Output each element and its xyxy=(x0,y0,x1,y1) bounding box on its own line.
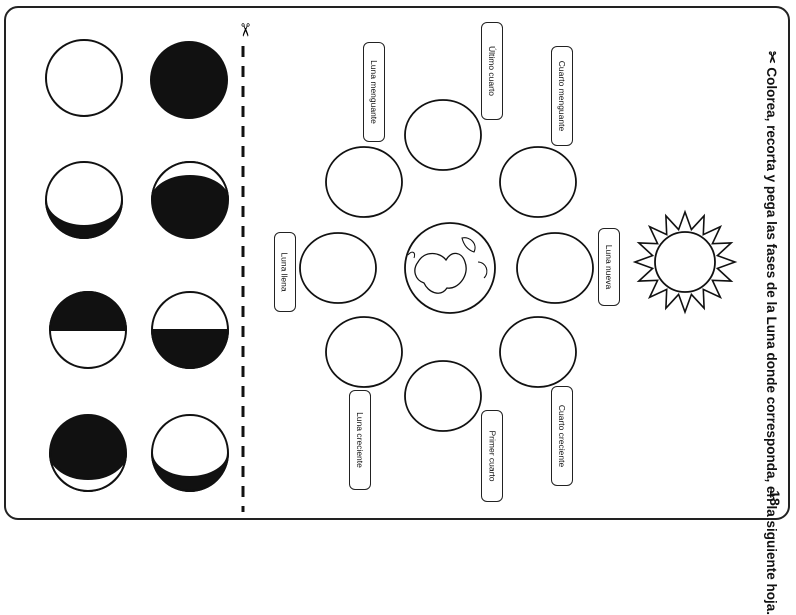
moon-phase-icon xyxy=(151,161,229,239)
moon-phase-icon xyxy=(48,291,128,369)
orbit-slot xyxy=(404,360,482,432)
orbit-slot xyxy=(325,146,403,218)
label-ultimo-cuarto: Último cuarto xyxy=(481,22,503,120)
cut-scissors-icon: ✂ xyxy=(235,22,255,37)
orbit-slot xyxy=(499,146,577,218)
earth-icon xyxy=(404,222,496,314)
moon-phase-icon xyxy=(151,414,229,492)
label-cuarto-menguante: Cuarto menguante xyxy=(551,46,573,146)
moon-phase-icon xyxy=(150,291,230,369)
orbit-slot xyxy=(404,99,482,171)
sun-icon xyxy=(632,209,738,315)
label-luna-nueva: Luna nueva xyxy=(598,228,620,306)
moon-phase-icon xyxy=(45,161,123,239)
orbit-slot xyxy=(499,316,577,388)
moon-phase-icon xyxy=(150,41,228,119)
label-luna-llena: Luna llena xyxy=(274,232,296,312)
label-luna-menguante: Luna menguante xyxy=(363,42,385,142)
label-luna-creciente: Luna creciente xyxy=(349,390,371,490)
phases-diagram: ✂ xyxy=(45,22,738,512)
moon-phase-icon xyxy=(49,414,127,492)
orbit-slot xyxy=(325,316,403,388)
orbit-slot xyxy=(516,232,594,304)
orbit-slot xyxy=(299,232,377,304)
label-primer-cuarto: Primer cuarto xyxy=(481,410,503,502)
label-cuarto-creciente: Cuarto creciente xyxy=(551,386,573,486)
moon-phase-icon xyxy=(45,39,123,117)
